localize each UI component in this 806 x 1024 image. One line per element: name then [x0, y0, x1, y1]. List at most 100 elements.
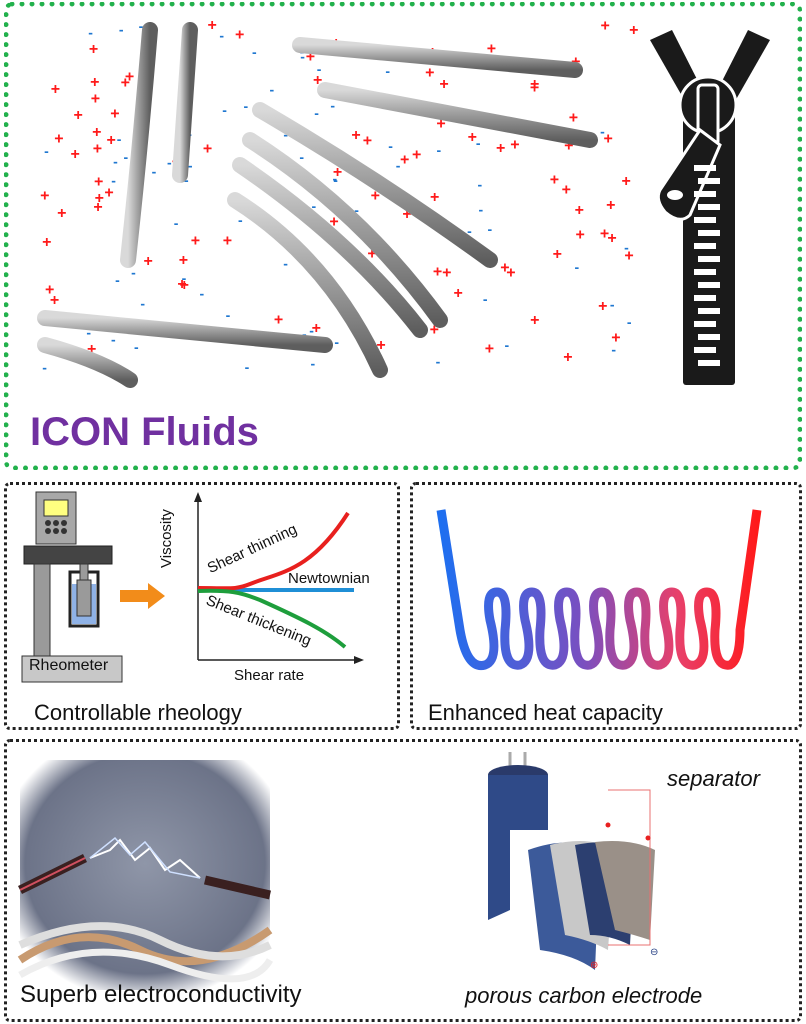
series-shear-thinning: [197, 511, 350, 591]
negative-charge-icon: -: [436, 142, 441, 158]
negative-charge-icon: -: [115, 272, 120, 288]
positive-charge-icon: +: [564, 138, 573, 155]
negative-charge-icon: -: [222, 102, 227, 118]
rheology-panel: [4, 482, 400, 730]
carbon-nanotube-icon: [242, 132, 448, 328]
viscosity-chart: [194, 492, 364, 664]
negative-charge-icon: -: [140, 296, 145, 312]
positive-charge-icon: +: [180, 277, 189, 294]
negative-charge-icon: -: [334, 334, 339, 350]
negative-charge-icon: -: [302, 326, 307, 342]
svg-text:⊖: ⊖: [650, 947, 658, 958]
positive-charge-icon: +: [600, 225, 609, 242]
carbon-nanotube-icon: [120, 22, 158, 268]
positive-charge-icon: +: [550, 171, 559, 188]
positive-charge-icon: +: [71, 146, 80, 163]
zipper-tooth: [698, 282, 720, 288]
separator-label: separator: [667, 766, 760, 791]
negative-charge-icon: -: [488, 221, 493, 237]
negative-charge-icon: -: [134, 339, 139, 355]
positive-charge-icon: +: [439, 76, 448, 93]
heat-coil-icon: [436, 509, 762, 671]
negative-charge-icon: -: [119, 21, 124, 37]
carbon-nanotube-icon: [227, 192, 388, 378]
negative-charge-icon: -: [476, 135, 481, 151]
positive-charge-icon: +: [92, 124, 101, 141]
carbon-nanotube-icon: [317, 82, 598, 148]
positive-charge-icon: +: [57, 205, 66, 222]
zipper-tooth: [698, 256, 720, 262]
negative-charge-icon: -: [219, 27, 224, 43]
positive-charge-icon: +: [91, 91, 100, 108]
positive-charge-icon: +: [143, 253, 152, 270]
negative-charge-icon: -: [252, 44, 257, 60]
positive-charge-icon: +: [629, 22, 638, 39]
negative-charge-icon: -: [226, 307, 231, 323]
negative-charge-icon: -: [117, 131, 122, 147]
negative-charge-icon: -: [238, 212, 243, 228]
positive-charge-icon: +: [121, 75, 130, 92]
positive-charge-icon: +: [42, 234, 51, 251]
negative-charge-icon: -: [478, 202, 483, 218]
zipper-tooth: [694, 217, 716, 223]
positive-charge-icon: +: [363, 133, 372, 150]
negative-charge-icon: -: [624, 239, 629, 255]
negative-charge-icon: -: [123, 149, 128, 165]
zipper-tooth: [698, 178, 720, 184]
positive-charge-icon: +: [223, 232, 232, 249]
positive-charge-icon: +: [274, 311, 283, 328]
electrode-label: porous carbon electrode: [465, 983, 703, 1008]
negative-charge-icon: -: [600, 123, 605, 139]
negative-charge-icon: -: [300, 48, 305, 64]
y-axis-label: Viscosity: [158, 509, 175, 568]
negative-charge-icon: -: [396, 158, 401, 174]
positive-charge-icon: +: [622, 173, 631, 190]
positive-charge-icon: +: [306, 49, 315, 66]
positive-charge-icon: +: [93, 199, 102, 216]
positive-charge-icon: +: [430, 189, 439, 206]
carbon-nanotube-icon: [292, 37, 583, 78]
negative-charge-icon: -: [200, 285, 205, 301]
positive-charge-icon: +: [203, 140, 212, 157]
zipper-tooth: [694, 321, 716, 327]
positive-charge-icon: +: [50, 292, 59, 309]
negative-charge-icon: -: [611, 341, 616, 357]
negative-charge-icon: -: [310, 355, 315, 371]
rheometer-label: Rheometer: [29, 657, 109, 674]
negative-charge-icon: -: [245, 359, 250, 375]
negative-charge-icon: -: [42, 359, 47, 375]
negative-charge-icon: -: [478, 177, 483, 193]
positive-charge-icon: +: [93, 140, 102, 157]
positive-charge-icon: +: [468, 129, 477, 146]
positive-charge-icon: +: [607, 230, 616, 247]
negative-charge-icon: -: [333, 171, 338, 187]
electroconductivity-panel: [4, 739, 802, 1022]
negative-charge-icon: -: [436, 353, 441, 369]
rheology-caption: Controllable rheology: [34, 700, 242, 725]
positive-charge-icon: +: [333, 164, 342, 181]
positive-charge-icon: +: [191, 232, 200, 249]
positive-charge-icon: +: [177, 276, 186, 293]
carbon-nanotube-icon: [252, 102, 498, 268]
negative-charge-icon: -: [575, 259, 580, 275]
negative-charge-icon: -: [188, 158, 193, 174]
zipper-tooth: [694, 295, 716, 301]
positive-charge-icon: +: [87, 341, 96, 358]
positive-charge-icon: +: [45, 282, 54, 299]
positive-charge-icon: +: [312, 320, 321, 337]
positive-charge-icon: +: [235, 27, 244, 44]
series-shear-thickening: [197, 588, 347, 649]
x-axis-label: Shear rate: [234, 667, 305, 684]
negative-charge-icon: -: [388, 138, 393, 154]
positive-charge-icon: +: [400, 151, 409, 168]
negative-charge-icon: -: [167, 155, 172, 171]
negative-charge-icon: -: [113, 154, 118, 170]
positive-charge-icon: +: [530, 312, 539, 329]
negative-charge-icon: -: [131, 264, 136, 280]
zipper-icon: [650, 30, 770, 385]
positive-charge-icon: +: [600, 18, 609, 35]
icon-fluids-panel: [4, 2, 802, 470]
positive-charge-icon: +: [402, 206, 411, 223]
negative-charge-icon: -: [483, 291, 488, 307]
negative-charge-icon: -: [314, 105, 319, 121]
